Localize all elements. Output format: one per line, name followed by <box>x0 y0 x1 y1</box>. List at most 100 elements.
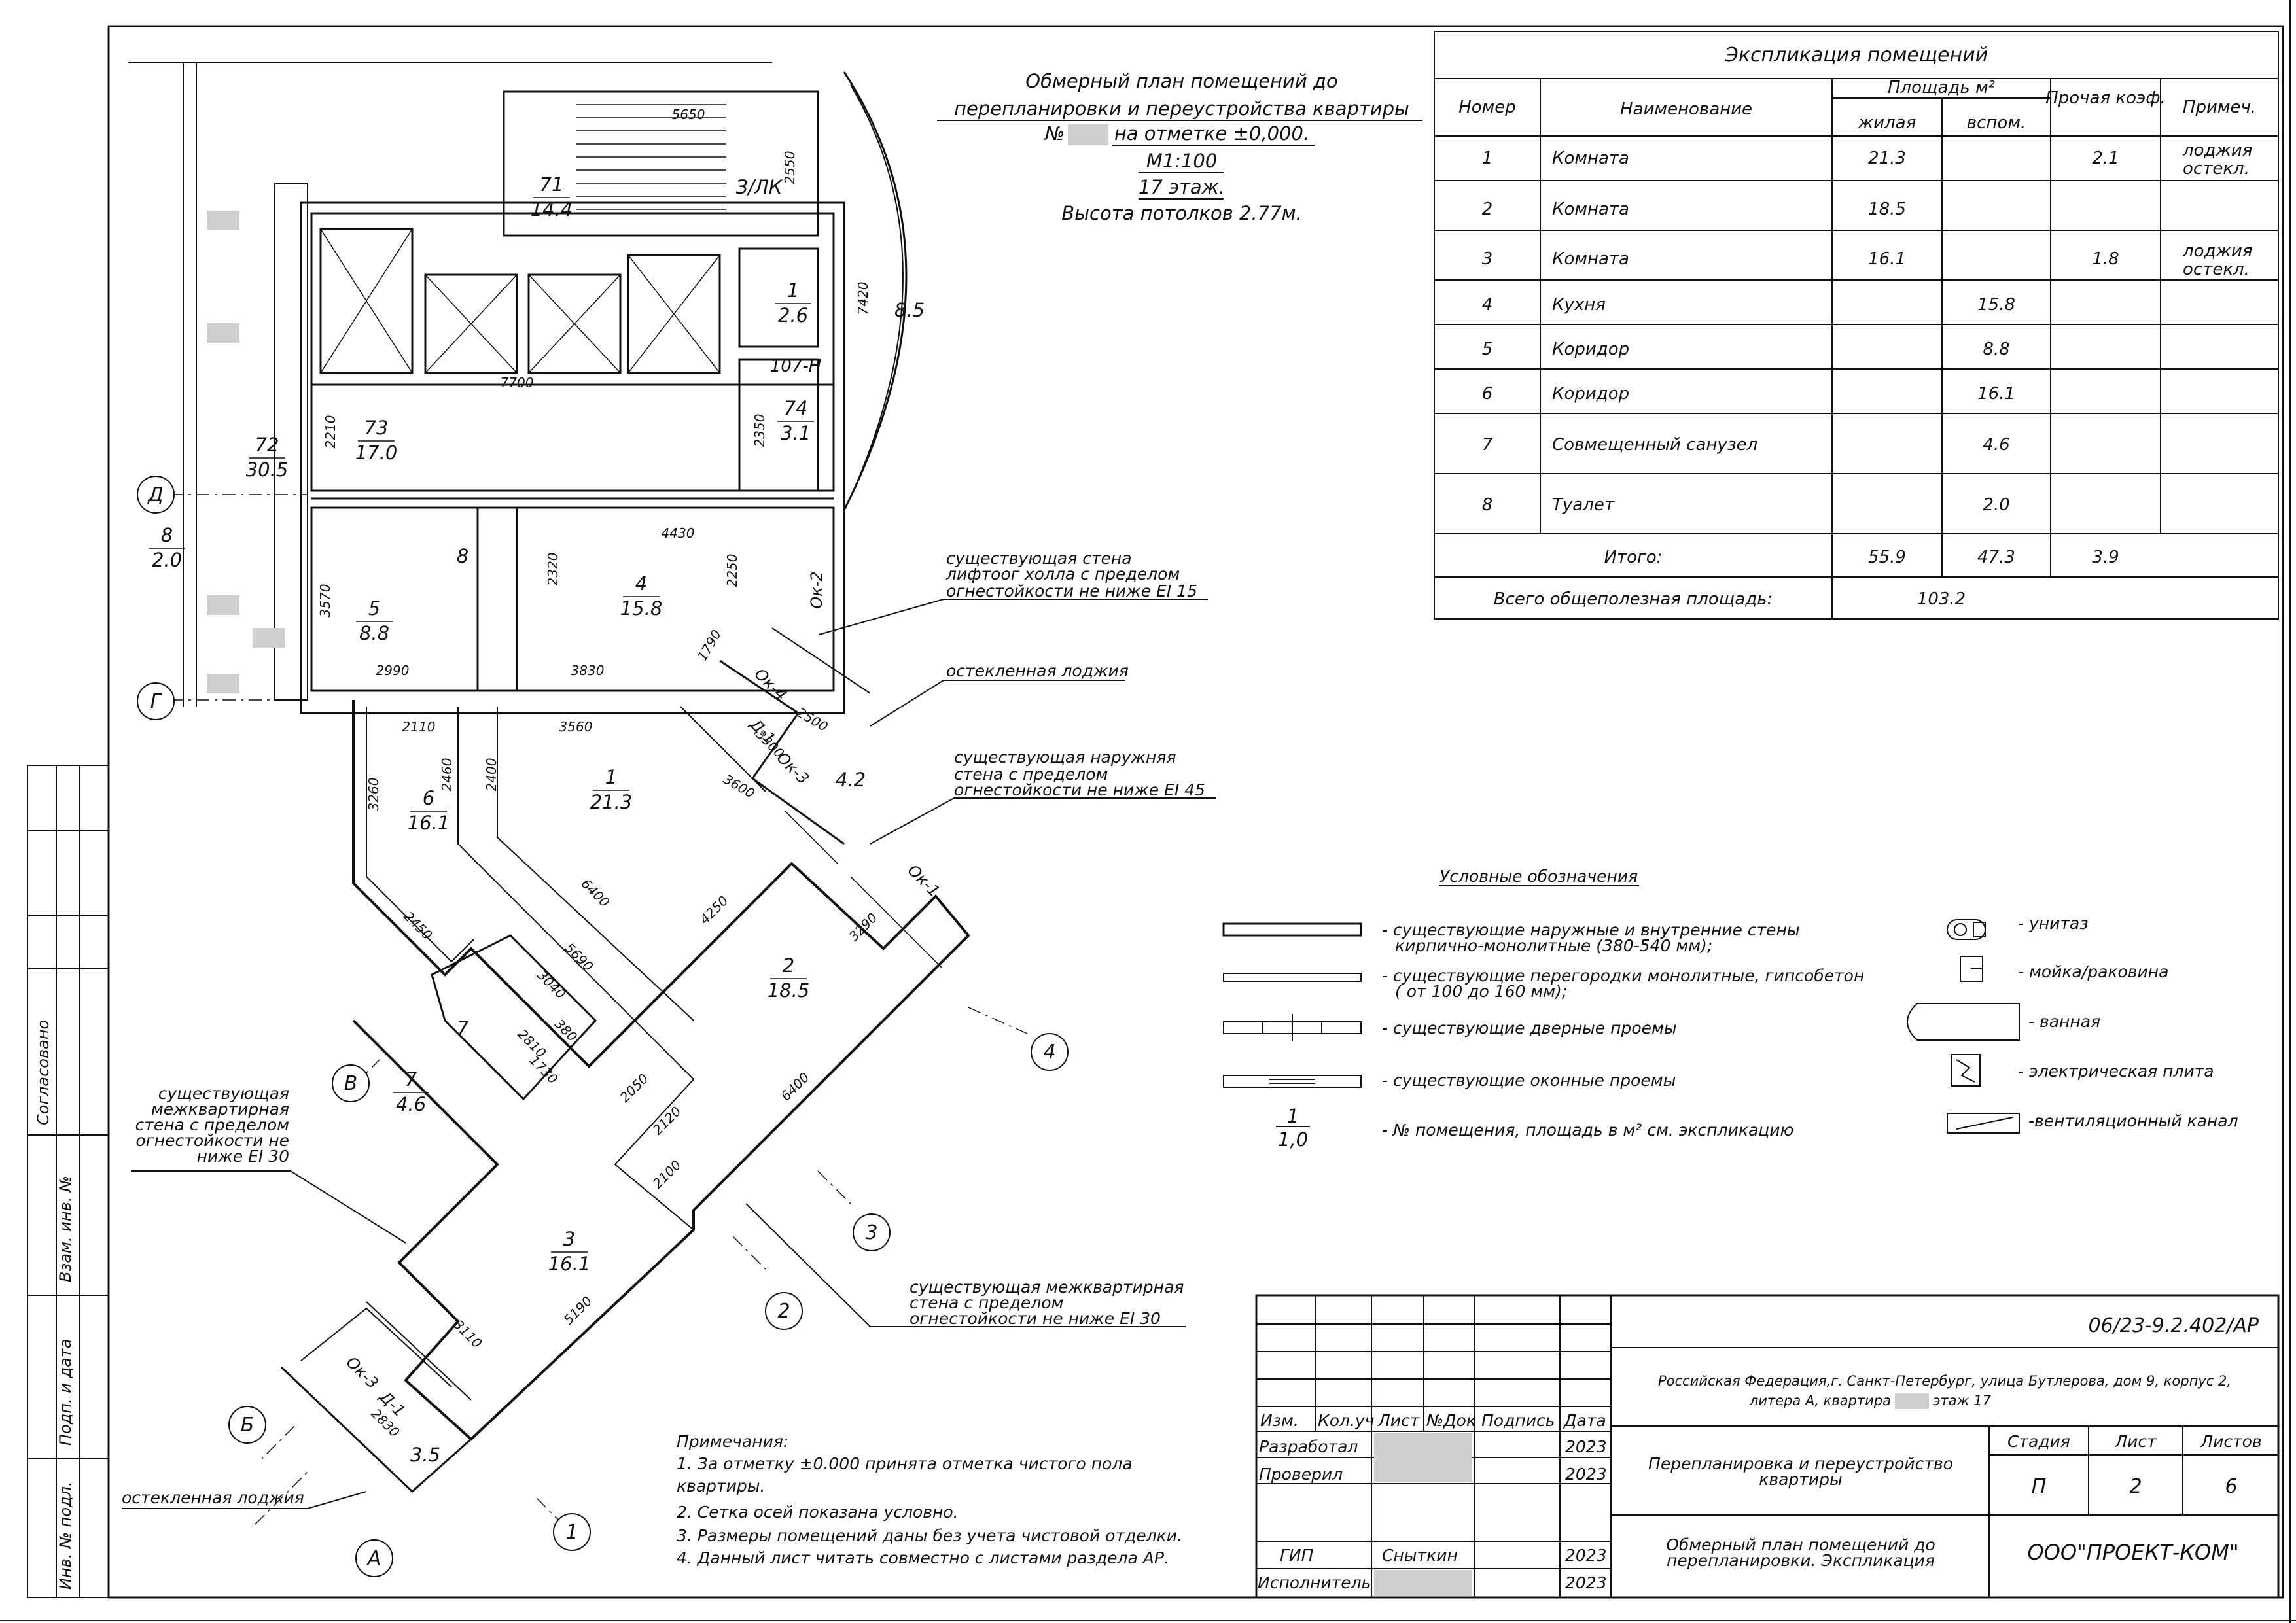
row-number: 5 <box>1482 340 1493 359</box>
dimension-value: 3830 <box>571 663 605 678</box>
total-label: Итого: <box>1604 548 1663 567</box>
room-area: 3.5 <box>410 1444 440 1466</box>
stamp-inv-orig: Инв. № подл. <box>56 1481 75 1590</box>
total-aux: 47.3 <box>1977 548 2015 567</box>
note-1b: квартиры. <box>677 1476 765 1495</box>
room-area: 4.6 <box>396 1093 426 1115</box>
blurred-signatures-2 <box>1374 1570 1472 1596</box>
legend-item5: - № помещения, площадь в м² см. эксплика… <box>1382 1121 1794 1140</box>
legend-r4: - электрическая плита <box>2018 1062 2214 1081</box>
explication-text: Экспликация помещений Номер Наименование… <box>1458 44 2256 133</box>
dimension-value: 2050 <box>617 1071 652 1106</box>
dimension-value: 2450 <box>400 909 435 943</box>
header-line3-prefix: № <box>1044 122 1065 145</box>
dimension-value: 107-Н <box>770 357 822 376</box>
axis-label: 4 <box>1043 1041 1055 1064</box>
room-number: 8 <box>457 545 468 567</box>
col-name: Наименование <box>1620 99 1752 119</box>
row-note-2: остекл. <box>2183 260 2250 279</box>
dimension-value: 2810 <box>514 1026 549 1061</box>
notes: Примечания: 1. За отметку ±0.000 принята… <box>677 1432 1182 1567</box>
dimension-value: 5650 <box>672 107 705 122</box>
header-line1: Обмерный план помещений до <box>1025 70 1337 92</box>
row-name: Туалет <box>1552 495 1615 515</box>
legend-item3: - существующие дверные проемы <box>1382 1019 1677 1038</box>
room-number: 2 <box>783 954 794 977</box>
h-list: Лист <box>1377 1411 1421 1430</box>
dimension-value: 2210 <box>323 415 338 449</box>
grand-label: Всего общеполезная площадь: <box>1494 589 1773 609</box>
room-area: 2.0 <box>152 549 182 571</box>
gip-name: Сныткин <box>1382 1546 1458 1565</box>
h-kol: Кол.уч <box>1318 1411 1375 1430</box>
room-area: 16.1 <box>408 812 450 834</box>
company-name: ООО"ПРОЕКТ-КОМ" <box>2027 1540 2238 1565</box>
row-living: 21.3 <box>1868 148 1906 168</box>
note-4: 4. Данный лист читать совместно с листам… <box>677 1548 1169 1567</box>
list-value: 2 <box>2129 1475 2142 1498</box>
room-area: 2.6 <box>778 304 808 326</box>
room-number: 71 <box>540 173 564 196</box>
axis-label: Д <box>147 483 163 506</box>
room-area: 4.2 <box>836 769 866 791</box>
callout-inter-wall2-3: огнестойкости не ниже EI 30 <box>910 1309 1161 1328</box>
callout-lift-wall-2: лифтоог холла с пределом <box>945 565 1180 584</box>
stamp-sign-date: Подп. и дата <box>56 1339 75 1446</box>
room-area: 8.8 <box>359 622 389 644</box>
legend-item5-area: 1,0 <box>1278 1128 1308 1151</box>
doc-code: 06/23-9.2.402/АР <box>2088 1314 2259 1337</box>
row-name: Коридор <box>1552 340 1629 359</box>
legend-item2-line2: ( от 100 до 160 мм); <box>1395 982 1567 1001</box>
header-line3-suffix: на отметке ±0,000. <box>1114 122 1309 145</box>
dimension-value: 7700 <box>501 375 534 391</box>
callout-outer-wall-2: стена с пределом <box>954 765 1108 784</box>
project-name: Перепланировка и переустройство <box>1648 1454 1953 1473</box>
room-number: 72 <box>255 434 279 456</box>
room-labels: 7114.4З/ЛК12.67317.0743.17230.582.058.88… <box>149 173 925 1466</box>
room-area: 16.1 <box>548 1253 591 1275</box>
r-razr: Разработал <box>1259 1437 1358 1456</box>
total-living: 55.9 <box>1868 548 1906 567</box>
room-area: 30.5 <box>246 459 289 481</box>
explication-table <box>1434 31 2279 620</box>
row-aux: 15.8 <box>1977 295 2015 315</box>
axis-circle <box>553 1513 591 1551</box>
row-number: 8 <box>1482 495 1493 515</box>
callout-lift-wall-3: огнестойкости не ниже EI 15 <box>946 582 1197 601</box>
year-2: 2023 <box>1565 1465 1607 1484</box>
row-number: 6 <box>1482 384 1493 404</box>
legend-title: Условные обозначения <box>1439 867 1638 886</box>
stage-header: Стадия <box>2007 1432 2070 1451</box>
row-name: Коридор <box>1552 384 1629 404</box>
r-gip: ГИП <box>1280 1546 1314 1565</box>
callouts: существующая стена лифтоог холла с преде… <box>122 549 1205 1507</box>
vent-channel-icon <box>1947 1113 2020 1134</box>
callout-loggia-top: остекленная лоджия <box>946 661 1129 680</box>
blurred-mark-3 <box>207 595 239 615</box>
floor-plan <box>128 62 970 1493</box>
room-number: 1 <box>787 279 799 302</box>
title-block-text: 06/23-9.2.402/АР Российская Федерация,г.… <box>1258 1314 2262 1592</box>
dimension-value: 3570 <box>317 584 333 618</box>
axis-circle <box>765 1292 803 1330</box>
dimension-value: 7420 <box>855 282 871 315</box>
year-4: 2023 <box>1565 1573 1607 1592</box>
dimension-value: 3040 <box>534 968 569 1002</box>
blurred-mark-2 <box>207 323 239 343</box>
row-note-1: лоджия <box>2182 241 2252 261</box>
row-living: 16.1 <box>1868 249 1906 269</box>
dimension-value: 5190 <box>561 1293 595 1328</box>
room-area: 3.1 <box>781 422 811 444</box>
address-line2: литера А, квартира <box>1749 1393 1891 1408</box>
room-number: 6 <box>423 787 434 809</box>
axis-label: А <box>366 1547 381 1570</box>
dimension-value: 1730 <box>526 1053 561 1087</box>
axis-circle <box>137 476 175 514</box>
room-number: 7 <box>405 1068 417 1091</box>
note-3: 3. Размеры помещений даны без учета чист… <box>677 1526 1182 1545</box>
dimension-value: 3560 <box>559 719 593 735</box>
stamp-agreed: Согласовано <box>34 1020 52 1125</box>
blurred-apartment-number <box>1068 124 1108 145</box>
row-name: Комната <box>1552 249 1629 269</box>
